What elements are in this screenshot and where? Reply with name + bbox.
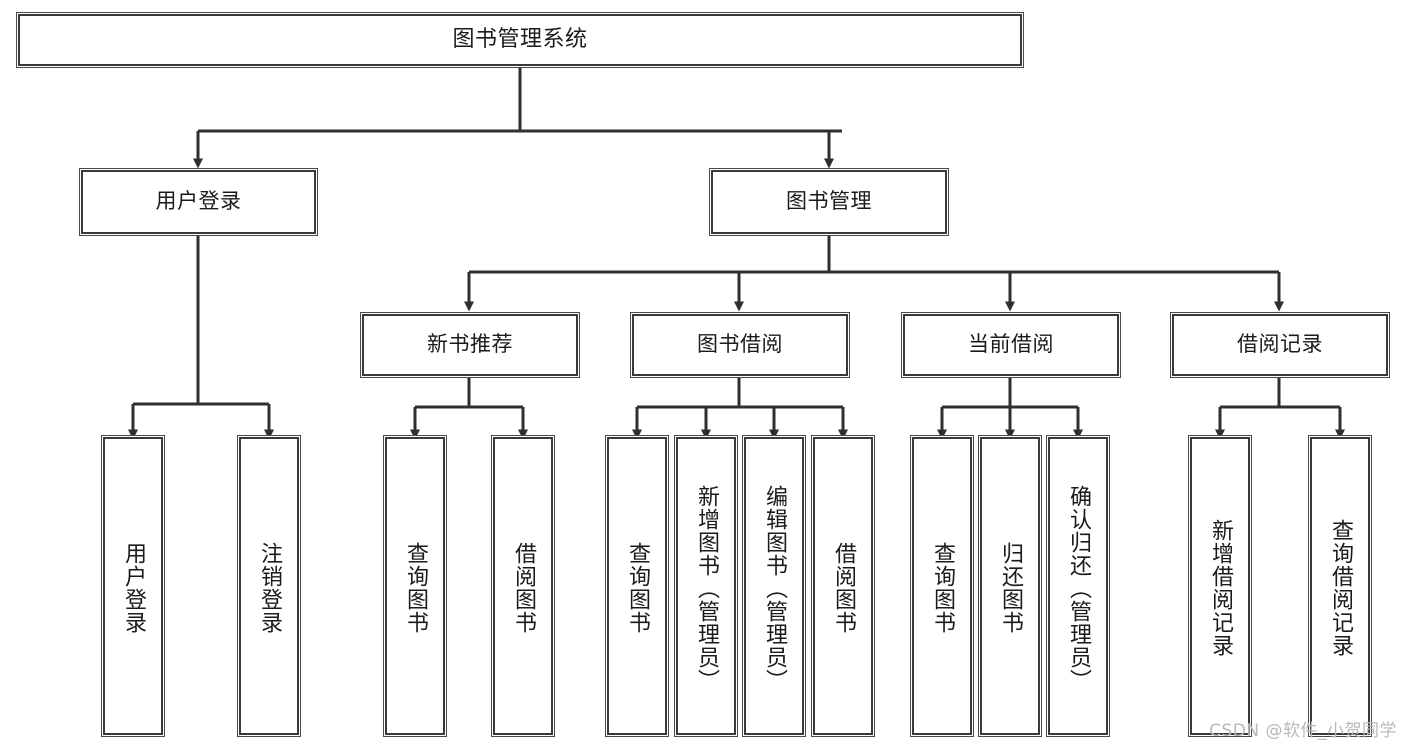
leaf-user-login-signout[interactable]: 注销登录 (239, 437, 299, 735)
leaf-records-query-record[interactable]: 查询借阅记录 (1310, 437, 1370, 735)
node-label: 查询图书 (402, 542, 428, 634)
node-label: 借阅图书 (830, 542, 856, 634)
node-label: 图书管理 (786, 189, 872, 214)
node-current-borrow[interactable]: 当前借阅 (903, 314, 1119, 376)
leaf-borrow-borrow-book[interactable]: 借阅图书 (813, 437, 873, 735)
node-label: 新书推荐 (427, 332, 513, 357)
node-label: 查询图书 (929, 542, 955, 634)
leaf-current-return-book[interactable]: 归还图书 (980, 437, 1040, 735)
node-label: 用户登录 (155, 189, 242, 214)
node-new-book-recommend[interactable]: 新书推荐 (362, 314, 578, 376)
node-label: 借阅记录 (1237, 332, 1323, 357)
node-user-login[interactable]: 用户登录 (81, 170, 316, 234)
node-book-borrow[interactable]: 图书借阅 (632, 314, 848, 376)
node-label: 当前借阅 (968, 332, 1054, 357)
leaf-current-confirm-return-admin[interactable]: 确认归还（管理员） (1048, 437, 1108, 735)
node-borrow-records[interactable]: 借阅记录 (1172, 314, 1388, 376)
leaf-new-book-borrow[interactable]: 借阅图书 (493, 437, 553, 735)
leaf-borrow-query-book[interactable]: 查询图书 (607, 437, 667, 735)
node-label: 图书管理系统 (452, 26, 588, 52)
node-label: 查询图书 (624, 542, 650, 634)
node-book-management[interactable]: 图书管理 (711, 170, 947, 234)
leaf-current-query-book[interactable]: 查询图书 (912, 437, 972, 735)
leaf-borrow-edit-book-admin[interactable]: 编辑图书（管理员） (744, 437, 804, 735)
watermark-text: CSDN @软件_小贺同学 (1209, 721, 1397, 741)
node-label: 注销登录 (256, 542, 282, 634)
node-label: 图书借阅 (697, 332, 783, 357)
leaf-borrow-add-book-admin[interactable]: 新增图书（管理员） (676, 437, 736, 735)
node-label: 新增图书（管理员） (693, 484, 719, 692)
node-label: 查询借阅记录 (1327, 519, 1353, 657)
node-label: 编辑图书（管理员） (761, 484, 787, 692)
node-label: 用户登录 (120, 542, 146, 634)
leaf-user-login-signin[interactable]: 用户登录 (103, 437, 163, 735)
node-label: 新增借阅记录 (1207, 519, 1233, 657)
node-label: 确认归还（管理员） (1065, 484, 1091, 692)
leaf-new-book-query[interactable]: 查询图书 (385, 437, 445, 735)
leaf-records-add-record[interactable]: 新增借阅记录 (1190, 437, 1250, 735)
node-label: 归还图书 (997, 542, 1023, 634)
node-root-library-system[interactable]: 图书管理系统 (18, 14, 1022, 66)
node-label: 借阅图书 (510, 542, 536, 634)
